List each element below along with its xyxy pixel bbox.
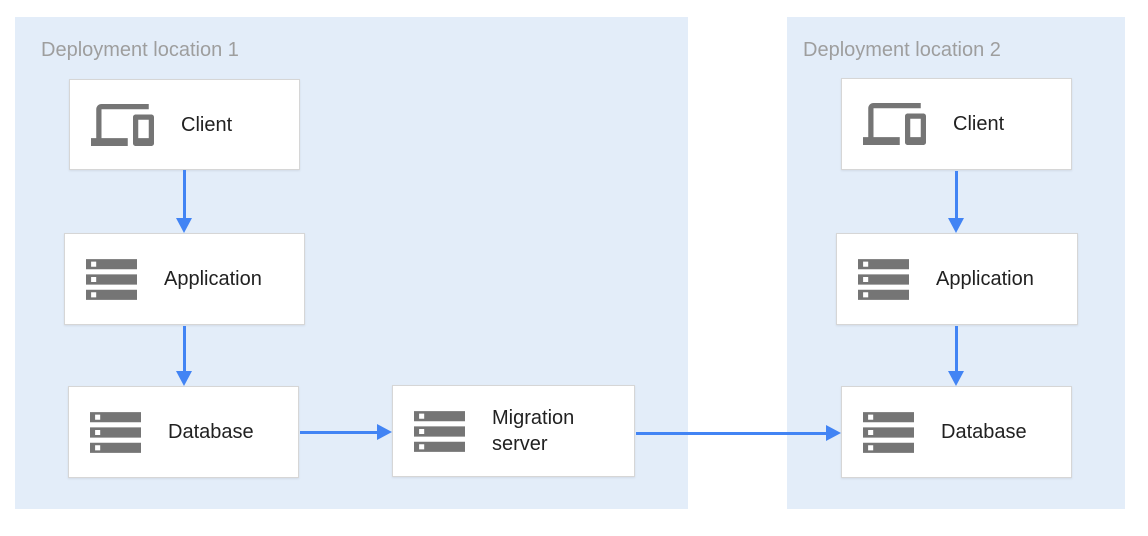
- storage-icon: [86, 258, 137, 300]
- arrow-application2-to-database2: [948, 326, 965, 386]
- node-application-1: Application: [64, 233, 305, 325]
- devices-icon: [863, 103, 926, 145]
- node-label: Client: [181, 113, 233, 136]
- arrow-client2-to-application2: [948, 171, 965, 233]
- node-application-2: Application: [836, 233, 1078, 325]
- node-migration-server: Migration server: [392, 385, 635, 477]
- node-database-2: Database: [841, 386, 1072, 478]
- node-label: Client: [953, 113, 1005, 135]
- arrowhead-down-icon: [176, 371, 192, 386]
- node-label: Database: [941, 421, 1027, 443]
- node-label: Application: [164, 268, 262, 290]
- devices-icon: [91, 103, 154, 146]
- arrow-application1-to-database1: [176, 326, 193, 386]
- storage-icon: [863, 411, 914, 453]
- arrowhead-down-icon: [176, 218, 192, 233]
- arrowhead-down-icon: [948, 218, 964, 233]
- node-database-1: Database: [68, 386, 299, 478]
- storage-icon: [90, 411, 141, 453]
- arrow-client1-to-application1: [176, 170, 193, 233]
- arrowhead-right-icon: [377, 424, 392, 440]
- arrow-migration-server-to-database2: [636, 425, 841, 442]
- arrow-database1-to-migration-server: [300, 424, 392, 441]
- node-client-1: Client: [69, 79, 300, 170]
- region-1-title: Deployment location 1: [41, 39, 239, 61]
- node-label: Migration server: [492, 407, 575, 455]
- region-2-title: Deployment location 2: [803, 39, 1001, 61]
- arrowhead-down-icon: [948, 371, 964, 386]
- node-client-2: Client: [841, 78, 1072, 170]
- node-label: Database: [168, 421, 254, 443]
- arrowhead-right-icon: [826, 425, 841, 441]
- node-label: Application: [936, 268, 1034, 290]
- storage-icon: [858, 258, 909, 300]
- storage-icon: [414, 410, 465, 452]
